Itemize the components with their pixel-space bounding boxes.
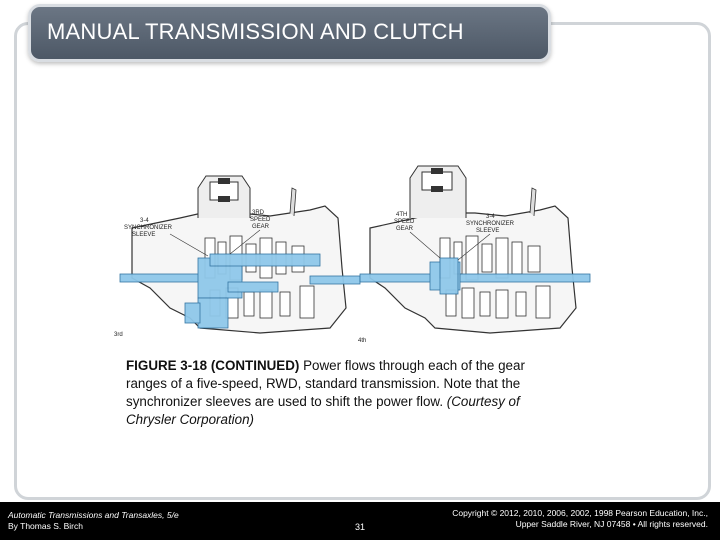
transmission-diagram-3rd: 3-4 SYNCHRONIZER SLEEVE 3RD SPEED GEAR 3… [114, 175, 361, 338]
right-gear-label-2: SPEED [394, 219, 415, 225]
footer-book-info: Automatic Transmissions and Transaxles, … [8, 510, 179, 532]
footer-book-title: Automatic Transmissions and Transaxles, … [8, 510, 179, 520]
right-sleeve-label-2: SYNCHRONIZER [466, 221, 515, 227]
slide-frame [14, 22, 711, 500]
left-sleeve-label-3: SLEEVE [132, 232, 155, 238]
left-sleeve-label-2: SYNCHRONIZER [124, 225, 173, 231]
figure-caption: FIGURE 3-18 (CONTINUED) Power flows thro… [126, 357, 566, 429]
right-range-label: 4th [358, 338, 366, 344]
caption-credit: (Courtesy of Chrysler Corporation) [126, 394, 520, 427]
slide-footer: Automatic Transmissions and Transaxles, … [0, 502, 720, 540]
transmission-figure: 3-4 SYNCHRONIZER SLEEVE 3RD SPEED GEAR 3… [114, 165, 591, 344]
right-sleeve-label-1: 3-4 [486, 214, 495, 220]
footer-copyright-line1: Copyright © 2012, 2010, 2006, 2002, 1998… [452, 508, 708, 518]
right-sleeve-label-3: SLEEVE [476, 228, 499, 234]
left-gear-label-3: GEAR [252, 224, 270, 230]
footer-page-number: 31 [355, 522, 366, 532]
caption-lead: FIGURE 3-18 (CONTINUED) [126, 358, 300, 373]
left-gear-label-1: 3RD [252, 210, 265, 216]
right-gear-label-1: 4TH [396, 212, 407, 218]
left-sleeve-label-1: 3-4 [140, 218, 149, 224]
footer-copyright-line2: Upper Saddle River, NJ 07458 • All right… [515, 519, 708, 529]
right-gear-label-3: GEAR [396, 226, 414, 232]
left-range-label: 3rd [114, 332, 123, 338]
slide-title: MANUAL TRANSMISSION AND CLUTCH [47, 19, 464, 44]
footer-copyright: Copyright © 2012, 2010, 2006, 2002, 1998… [408, 508, 708, 530]
footer-author: By Thomas S. Birch [8, 521, 83, 531]
left-gear-label-2: SPEED [250, 217, 271, 223]
title-bar: MANUAL TRANSMISSION AND CLUTCH [28, 4, 551, 62]
caption-body: Power flows through each of the gear ran… [126, 358, 525, 409]
transmission-diagram-4th: 4TH SPEED GEAR 3-4 SYNCHRONIZER SLEEVE 4… [358, 165, 591, 344]
